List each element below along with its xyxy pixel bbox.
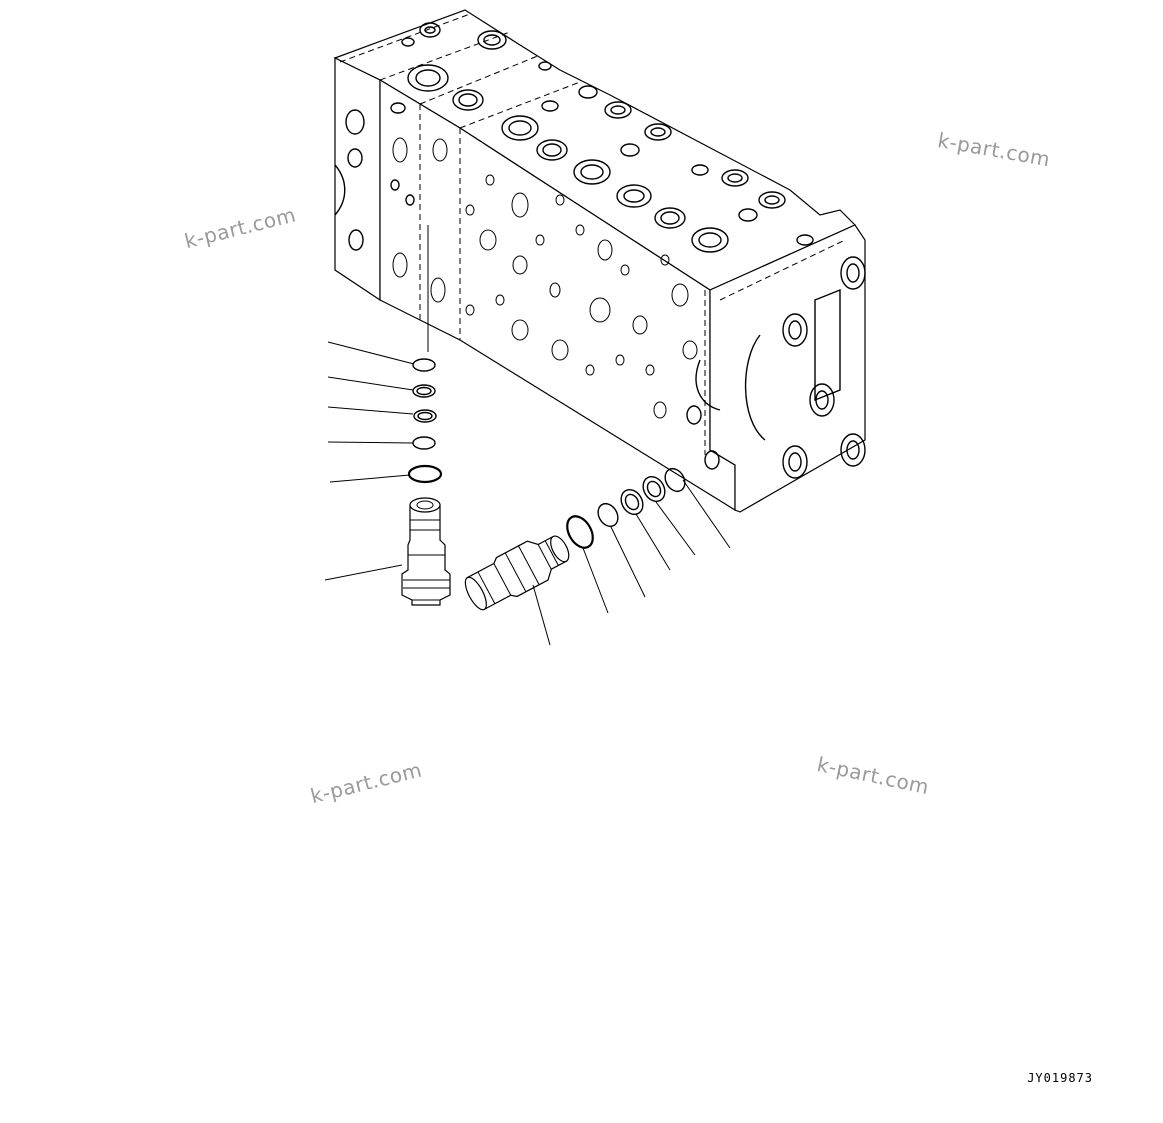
control-valve-body xyxy=(333,9,866,513)
relief-valve-vertical xyxy=(401,225,451,606)
leader-lines xyxy=(324,341,696,646)
relief-valve-angled xyxy=(464,467,731,611)
drawing-code: JY019873 xyxy=(1027,1071,1093,1085)
